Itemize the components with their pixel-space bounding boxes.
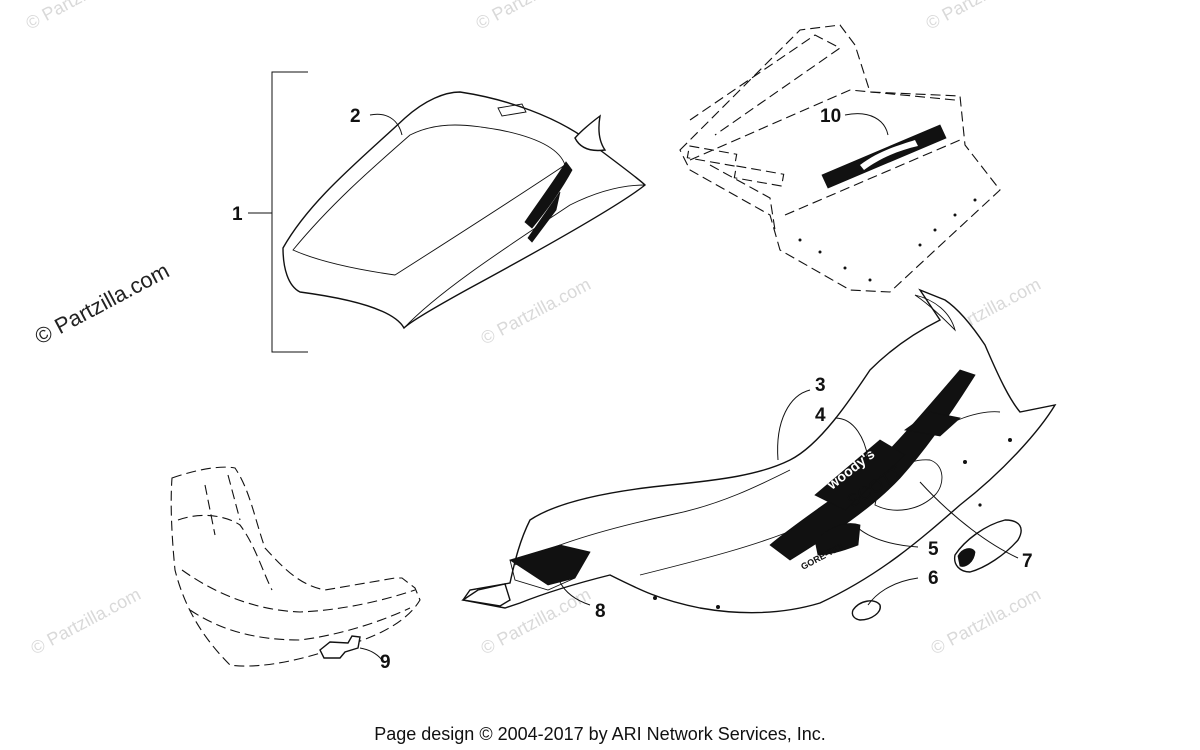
watermark: © Partzilla.com <box>472 0 588 34</box>
tunnel-outline <box>679 24 1001 293</box>
callout-6: 6 <box>928 568 939 589</box>
callout-3: 3 <box>815 375 826 396</box>
leader-2 <box>369 113 403 136</box>
side-panel-rivets <box>653 438 1012 609</box>
bracket-1 <box>271 71 308 353</box>
callout-9: 9 <box>380 652 391 673</box>
seat-rear-logo <box>497 103 527 117</box>
callout-4: 4 <box>815 405 826 426</box>
side-panel-front-lip <box>461 583 511 607</box>
side-panel-body <box>461 288 1057 614</box>
seat-decal <box>524 161 573 229</box>
tunnel-rail <box>709 164 776 231</box>
tunnel-slot <box>686 145 738 167</box>
bowtie-emblem <box>319 635 361 659</box>
side-decal-small <box>903 411 961 437</box>
watermark: © Partzilla.com <box>22 0 138 34</box>
watermark: © Partzilla.com <box>27 584 143 659</box>
callout-5: 5 <box>928 539 939 560</box>
tunnel-rail <box>784 139 961 216</box>
tunnel-rail <box>689 34 842 136</box>
tunnel-rivets <box>798 198 977 282</box>
nose-inner <box>189 607 411 641</box>
partzilla-watermark: © Partzilla.com <box>31 258 174 350</box>
nose-assembly: 9 <box>170 466 421 673</box>
sponsor-decal <box>814 523 861 556</box>
tunnel-decal-script <box>860 140 918 170</box>
leader-7 <box>919 481 1019 559</box>
nose-inner <box>204 474 241 536</box>
leader-4 <box>834 417 869 459</box>
page-footer: Page design © 2004-2017 by ARI Network S… <box>374 724 826 744</box>
leader-6 <box>867 577 919 606</box>
leader-3 <box>777 389 811 461</box>
seat-assembly: 2 1 <box>232 71 647 353</box>
callout-10: 10 <box>820 106 841 127</box>
leader-10 <box>844 113 889 136</box>
rear-accent-decal <box>509 544 591 586</box>
callout-8: 8 <box>595 601 606 622</box>
seat-cushion-line <box>292 124 566 276</box>
seat-decal-stripe <box>527 191 561 243</box>
leader-9 <box>359 647 383 661</box>
watermark: © Partzilla.com <box>922 0 1038 34</box>
leader-8 <box>559 581 591 606</box>
seat-tail-spoiler <box>574 114 607 152</box>
callout-2: 2 <box>350 106 361 127</box>
plug-6 <box>851 600 881 621</box>
nose-inner <box>177 514 273 591</box>
nose-outline <box>170 466 421 667</box>
trim-piece-7-end <box>957 548 976 567</box>
side-panel-assembly: woody's SCOTT GORE-TEX 3 4 5 6 7 8 <box>461 288 1057 622</box>
leader-5 <box>857 527 919 548</box>
tunnel-slot <box>733 165 785 187</box>
callout-1: 1 <box>232 204 243 225</box>
watermark: © Partzilla.com <box>927 584 1043 659</box>
side-panel-fin <box>914 294 956 332</box>
watermark: © Partzilla.com <box>477 274 593 349</box>
side-decal-woodys-block <box>814 439 906 511</box>
callout-7: 7 <box>1022 551 1033 572</box>
tunnel-rail <box>689 89 956 161</box>
nose-inner <box>181 569 416 613</box>
tunnel-assembly: 10 <box>679 24 1001 293</box>
